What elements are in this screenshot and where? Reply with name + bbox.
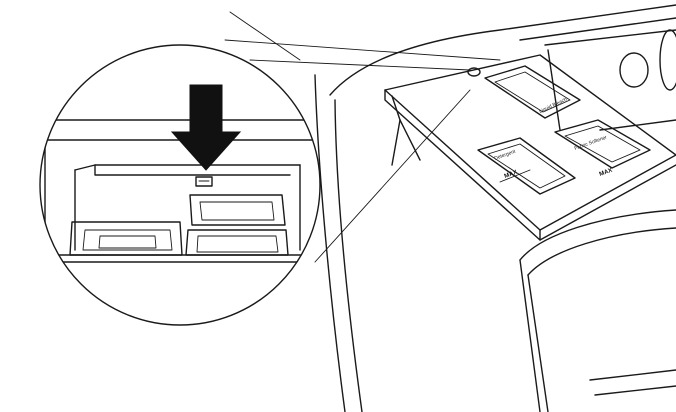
softener-max-label: MAX	[599, 168, 614, 178]
detail-bleach-compartment	[189, 194, 286, 226]
washer-body	[224, 4, 676, 412]
bleach-label: Liquid Bleach	[538, 97, 568, 115]
detergent-compartment: Detergent MAX	[477, 137, 576, 195]
detergent-label: Detergent	[494, 149, 517, 162]
control-knob	[619, 52, 649, 88]
drawer-release-tab[interactable]	[195, 176, 213, 187]
control-panel	[544, 29, 676, 131]
magnifier	[39, 44, 321, 326]
dispenser-drawer: Liquid Bleach Detergent MAX Fabric Softe…	[384, 54, 676, 241]
detail-detergent-compartment	[69, 221, 183, 256]
detergent-max-label: MAX	[504, 170, 519, 180]
bleach-compartment: Liquid Bleach	[467, 65, 581, 119]
washer-door	[519, 209, 676, 412]
callout-lines	[249, 59, 471, 263]
bleach-latch[interactable]	[467, 67, 481, 77]
detail-softener-compartment	[185, 229, 289, 256]
softener-compartment: Fabric Softener MAX	[554, 119, 651, 178]
control-dial	[659, 29, 676, 91]
down-arrow-icon	[170, 84, 242, 171]
